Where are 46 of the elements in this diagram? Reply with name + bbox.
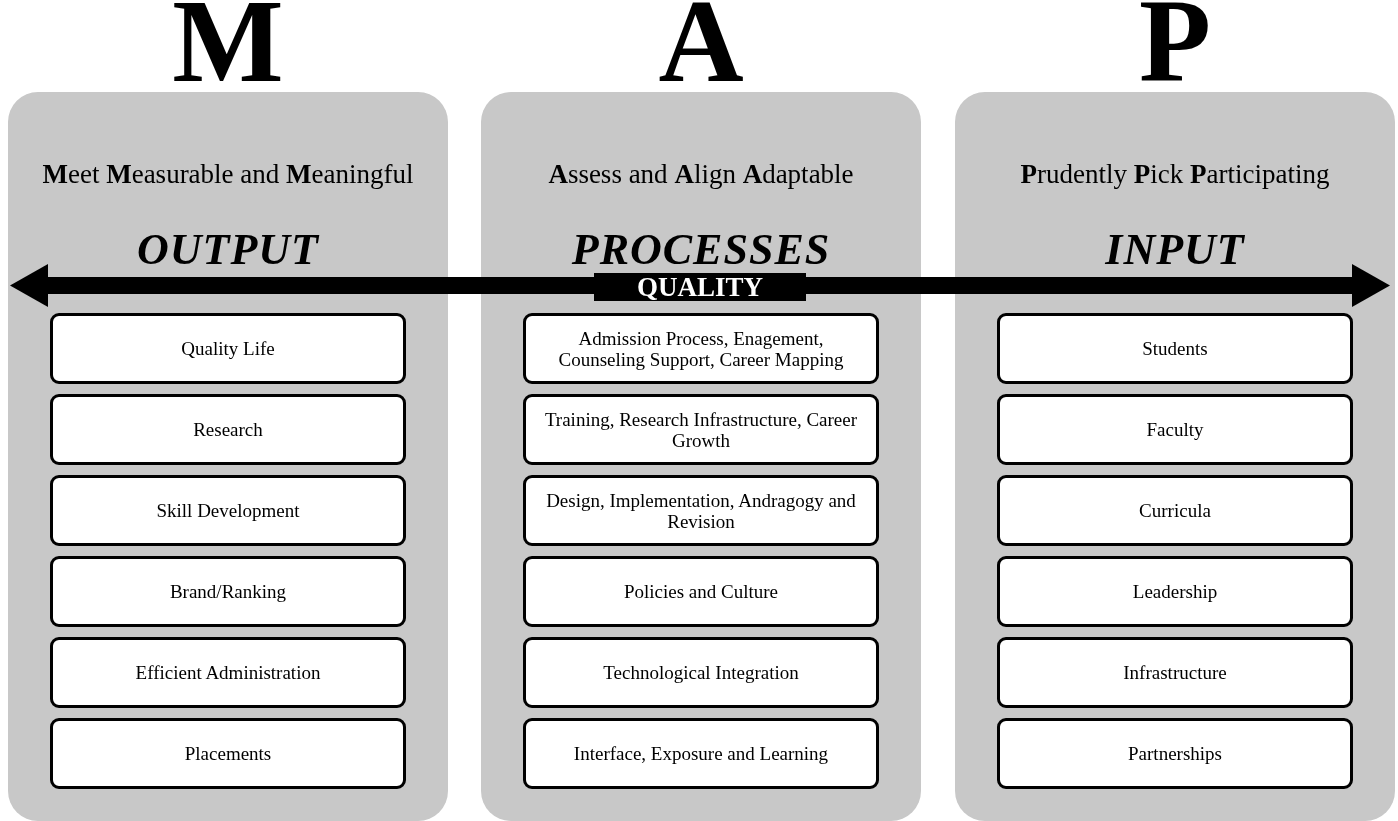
initial-letter: A xyxy=(657,0,745,92)
item-box xyxy=(523,394,879,465)
item-box xyxy=(50,394,406,465)
item-box xyxy=(997,637,1353,708)
column-title: OUTPUT xyxy=(136,224,321,275)
item-text: Leadership xyxy=(1131,581,1219,602)
column-subtitle: Meet Measurable and Meaningful xyxy=(41,158,415,191)
item-text: Training, Research Infrastructure, Career Growth xyxy=(543,408,859,451)
item-text: Quality Life xyxy=(180,338,276,359)
item-text: Design, Implementation, Andragogy and Revision xyxy=(545,489,857,532)
item-box xyxy=(523,556,879,627)
item-text: Policies and Culture xyxy=(622,581,780,602)
item-text: Admission Process, Enagement, Counseling Support, Career Mapping xyxy=(557,327,845,370)
column-subtitle: Assess and Align Adaptable xyxy=(547,158,855,191)
initial-letter: M xyxy=(171,0,285,92)
item-box xyxy=(997,394,1353,465)
item-text: Students xyxy=(1141,338,1209,359)
item-text: Partnerships xyxy=(1127,743,1223,764)
initial-letter: P xyxy=(1137,0,1213,92)
item-box xyxy=(997,556,1353,627)
item-box xyxy=(523,313,879,384)
item-text: Efficient Administration xyxy=(134,662,322,683)
item-text: Skill Development xyxy=(155,500,301,521)
item-text: Research xyxy=(192,419,264,440)
item-text: Brand/Ranking xyxy=(168,581,288,602)
item-box xyxy=(50,313,406,384)
item-box xyxy=(997,313,1353,384)
item-box xyxy=(50,475,406,546)
item-box xyxy=(523,637,879,708)
item-text: Infrastructure xyxy=(1122,662,1228,683)
column-title: INPUT xyxy=(1104,224,1246,275)
item-box xyxy=(997,718,1353,789)
column-title: PROCESSES xyxy=(570,224,832,275)
column-subtitle: Prudently Pick Participating xyxy=(1019,158,1331,191)
item-box xyxy=(523,718,879,789)
item-box xyxy=(50,556,406,627)
item-text: Technological Integration xyxy=(602,662,800,683)
item-text: Interface, Exposure and Learning xyxy=(572,743,830,764)
item-box xyxy=(523,475,879,546)
item-box xyxy=(50,637,406,708)
item-text: Faculty xyxy=(1145,419,1205,440)
item-box xyxy=(997,475,1353,546)
item-text: Curricula xyxy=(1138,500,1212,521)
item-text: Placements xyxy=(183,743,273,764)
item-box xyxy=(50,718,406,789)
axis-label: QUALITY xyxy=(594,273,806,301)
